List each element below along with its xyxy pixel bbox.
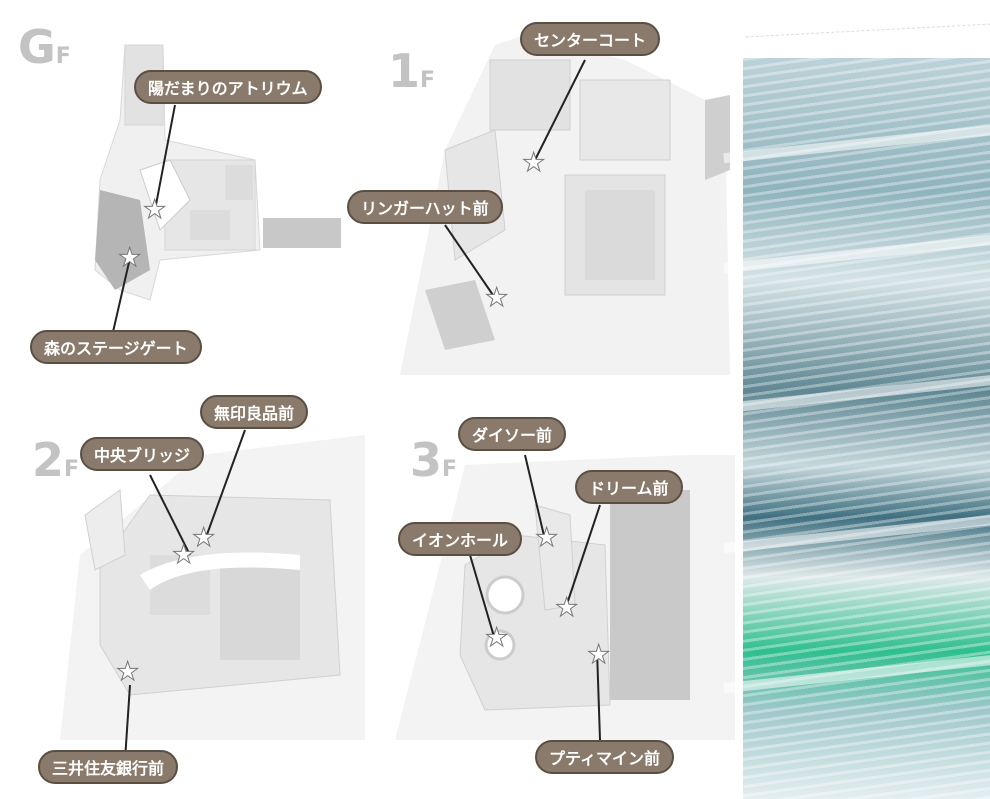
star-icon[interactable]: ★ (521, 148, 546, 179)
map-gf (94, 44, 341, 346)
star-icon[interactable]: ★ (171, 540, 196, 571)
star-icon[interactable]: ★ (484, 283, 509, 314)
floor-map-1f: 1F ★ ★ センターコート リンガーハット前 (347, 0, 735, 390)
map-2f (60, 429, 365, 761)
floor-label-gf: GF (18, 20, 71, 74)
floor-map-gf: GF ★ ★ 陽だまりのアトリウム 森のステージゲート (0, 0, 360, 390)
decorative-divider (744, 3, 990, 38)
star-icon[interactable]: ★ (191, 523, 216, 554)
spot-label-mori-stage-gate[interactable]: 森のステージゲート (30, 330, 202, 364)
floor-label-3f: 3F (410, 433, 457, 487)
spot-label-aeon-hall[interactable]: イオンホール (398, 522, 523, 556)
spot-label-muji[interactable]: 無印良品前 (200, 395, 309, 429)
spot-label-daiso[interactable]: ダイソー前 (458, 417, 567, 451)
star-icon[interactable]: ★ (115, 657, 140, 688)
spot-label-center-court[interactable]: センターコート (520, 22, 661, 56)
spot-label-smbc[interactable]: 三井住友銀行前 (38, 750, 179, 784)
mall-photo (723, 58, 990, 799)
spot-label-dream[interactable]: ドリーム前 (575, 470, 683, 504)
star-icon[interactable]: ★ (554, 593, 579, 624)
floor-label-1f: 1F (388, 44, 435, 98)
spot-label-central-bridge[interactable]: 中央ブリッジ (80, 437, 205, 471)
star-icon[interactable]: ★ (484, 623, 509, 654)
map-1f (400, 35, 730, 375)
spot-label-petit-main[interactable]: プティマイン前 (535, 740, 675, 774)
floor-label-2f: 2F (32, 433, 79, 487)
star-icon[interactable]: ★ (117, 243, 142, 274)
spot-label-ringer-hut[interactable]: リンガーハット前 (347, 190, 503, 224)
star-icon[interactable]: ★ (142, 195, 167, 226)
floor-map-3f: 3F ★ ★ ★ ★ ダイソー前 ドリーム前 イオンホール プティマイン前 (385, 395, 740, 799)
floor-map-2f: 2F ★ ★ ★ 無印良品前 中央ブリッジ 三井住友銀行前 (0, 395, 370, 799)
spot-label-hidamari-atrium[interactable]: 陽だまりのアトリウム (134, 70, 322, 104)
star-icon[interactable]: ★ (586, 640, 611, 671)
star-icon[interactable]: ★ (534, 523, 559, 554)
